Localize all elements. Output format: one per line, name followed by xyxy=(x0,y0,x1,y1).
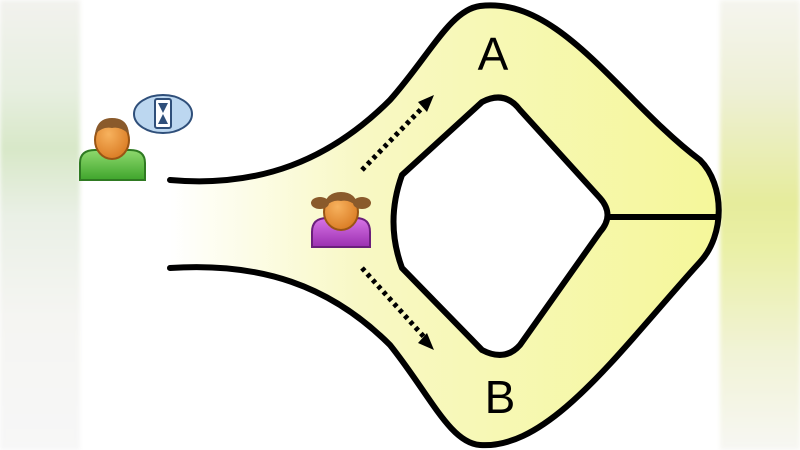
person-icon xyxy=(79,118,146,181)
right-blurred-margin xyxy=(720,0,800,450)
path-outline-inner xyxy=(390,94,611,358)
dotted-arrow-icon-up xyxy=(360,95,434,172)
dotted-arrow-icon-down xyxy=(360,266,434,350)
branch-label-a: A xyxy=(478,28,509,80)
path-outline-top xyxy=(167,2,722,449)
branch-label-b: B xyxy=(485,371,516,423)
hourglass-icon xyxy=(133,94,193,134)
left-blurred-margin xyxy=(0,0,80,450)
path-region xyxy=(170,5,719,446)
girl-icon xyxy=(311,192,371,248)
